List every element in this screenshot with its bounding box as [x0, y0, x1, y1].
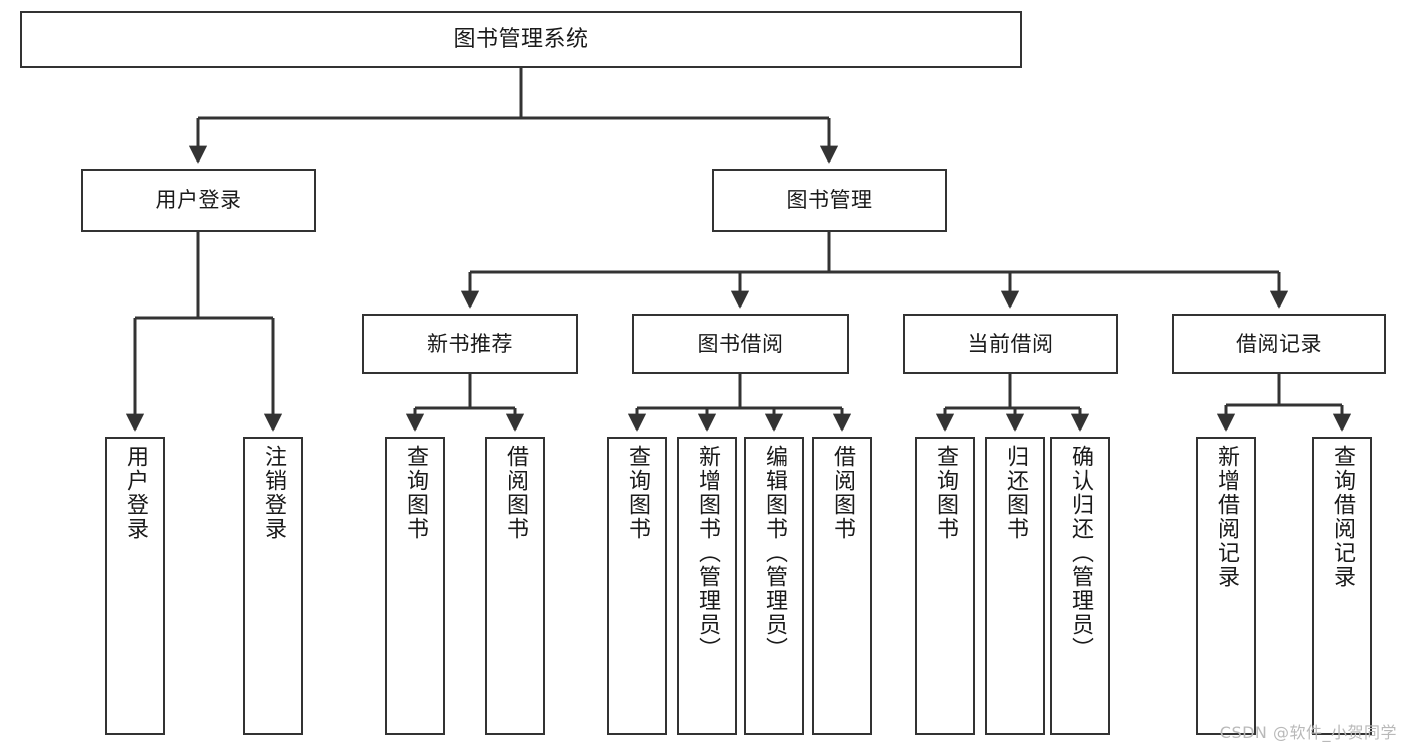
node-book-manage[interactable]: 图书管理 — [712, 169, 947, 232]
node-label: 注销登录 — [260, 445, 286, 541]
node-label: 图书管理 — [786, 188, 873, 213]
node-leaf-query-book-2[interactable]: 查询图书 — [607, 437, 667, 735]
node-label: 归还图书 — [1002, 445, 1028, 541]
node-leaf-borrow-book-2[interactable]: 借阅图书 — [812, 437, 872, 735]
node-borrow-record[interactable]: 借阅记录 — [1172, 314, 1386, 374]
node-label: 新书推荐 — [427, 331, 513, 356]
node-label: 图书借阅 — [697, 331, 784, 356]
node-book-borrow[interactable]: 图书借阅 — [632, 314, 849, 374]
csdn-watermark: CSDN @软件_小贺同学 — [1219, 723, 1397, 742]
node-leaf-add-record[interactable]: 新增借阅记录 — [1196, 437, 1256, 735]
node-label: 图书管理系统 — [453, 26, 589, 52]
node-label: 编辑图书（管理员） — [761, 445, 787, 661]
node-current-borrow[interactable]: 当前借阅 — [903, 314, 1118, 374]
node-leaf-return-book[interactable]: 归还图书 — [985, 437, 1045, 735]
node-label: 借阅图书 — [829, 445, 855, 541]
node-user-login[interactable]: 用户登录 — [81, 169, 316, 232]
node-label: 当前借阅 — [967, 331, 1054, 356]
node-label: 查询图书 — [402, 445, 428, 541]
node-label: 查询借阅记录 — [1329, 445, 1355, 589]
node-leaf-edit-book[interactable]: 编辑图书（管理员） — [744, 437, 804, 735]
node-label: 用户登录 — [122, 445, 148, 541]
node-label: 确认归还（管理员） — [1067, 445, 1093, 661]
node-label: 用户登录 — [155, 188, 242, 213]
node-leaf-query-book-1[interactable]: 查询图书 — [385, 437, 445, 735]
node-new-book-recommend[interactable]: 新书推荐 — [362, 314, 578, 374]
node-leaf-logout[interactable]: 注销登录 — [243, 437, 303, 735]
node-leaf-confirm-return[interactable]: 确认归还（管理员） — [1050, 437, 1110, 735]
node-leaf-query-record[interactable]: 查询借阅记录 — [1312, 437, 1372, 735]
node-label: 查询图书 — [932, 445, 958, 541]
node-leaf-add-book[interactable]: 新增图书（管理员） — [677, 437, 737, 735]
node-label: 查询图书 — [624, 445, 650, 541]
node-root-book-management-system[interactable]: 图书管理系统 — [20, 11, 1022, 68]
node-label: 借阅图书 — [502, 445, 528, 541]
node-leaf-user-login[interactable]: 用户登录 — [105, 437, 165, 735]
node-label: 新增借阅记录 — [1213, 445, 1239, 589]
node-leaf-borrow-book-1[interactable]: 借阅图书 — [485, 437, 545, 735]
node-leaf-query-book-3[interactable]: 查询图书 — [915, 437, 975, 735]
node-label: 借阅记录 — [1236, 331, 1322, 356]
node-label: 新增图书（管理员） — [694, 445, 720, 661]
